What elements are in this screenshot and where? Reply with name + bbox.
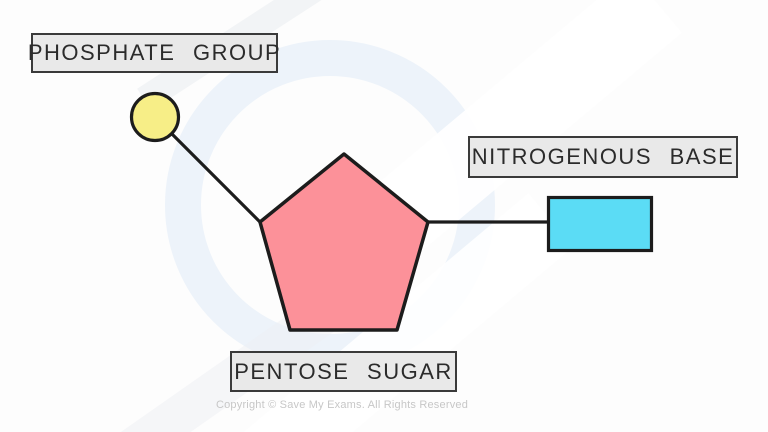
copyright-text: Copyright © Save My Exams. All Rights Re… [215,399,469,411]
nitrogenous-base-rectangle [546,195,654,253]
connector-phosphate-to-sugar [164,126,263,225]
pentose-sugar-label: PENTOSE SUGAR [230,351,457,392]
phosphate-group-circle [129,91,181,143]
pentose-sugar-pentagon [258,152,430,332]
nitrogenous-base-label: NITROGENOUS BASE [468,136,738,178]
phosphate-group-label: PHOSPHATE GROUP [28,33,280,73]
